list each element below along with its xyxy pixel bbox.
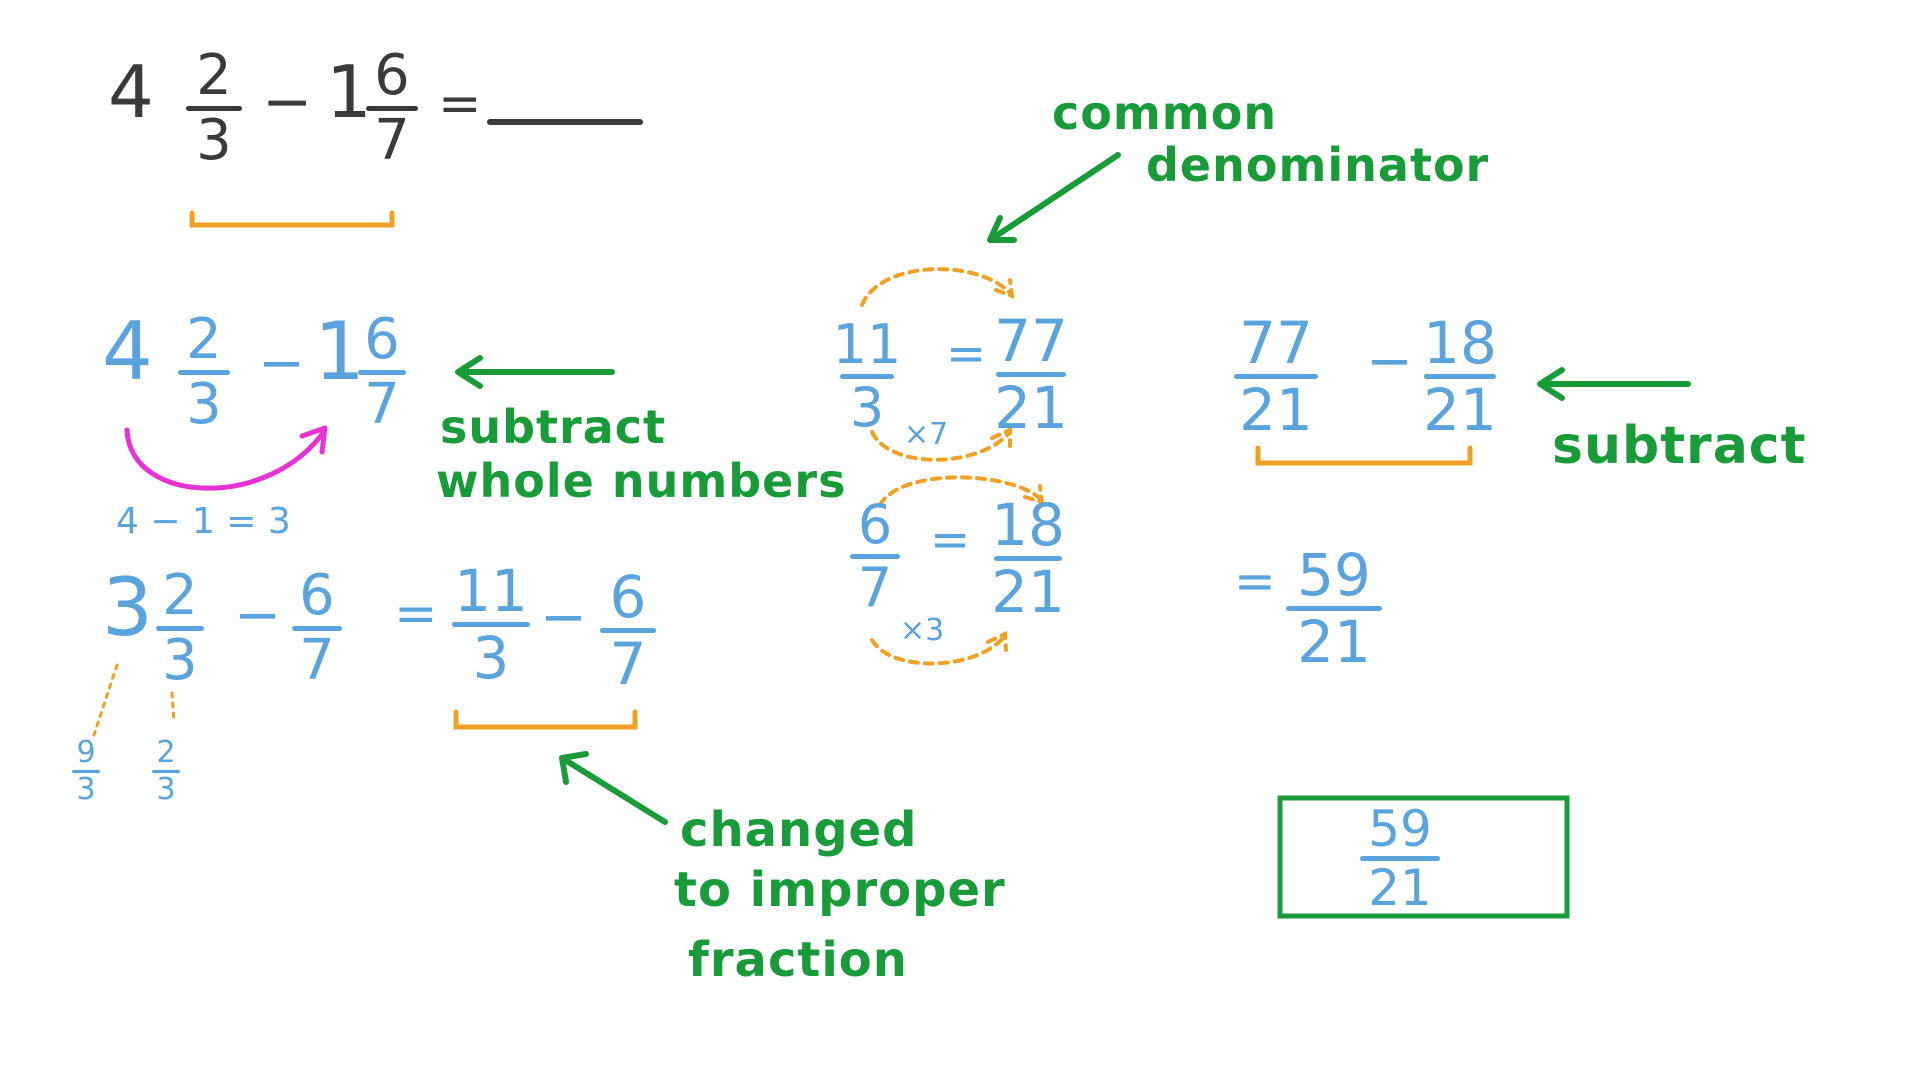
conv1-equals: = bbox=[946, 326, 987, 382]
denominator: 3 bbox=[156, 772, 176, 807]
denominator: 7 bbox=[609, 630, 647, 698]
problem-whole-2: 1 bbox=[326, 50, 372, 134]
conv1-fraction: 11 3 bbox=[833, 318, 902, 439]
numerator: 2 bbox=[186, 307, 222, 372]
arrow-subtract-whole bbox=[455, 355, 615, 389]
numerator: 6 bbox=[857, 493, 893, 556]
conv2-fraction: 6 7 bbox=[850, 498, 900, 615]
step2-equals: = bbox=[394, 584, 438, 644]
numerator: 9 bbox=[76, 735, 96, 770]
numerator: 77 bbox=[994, 307, 1068, 375]
denominator: 3 bbox=[76, 772, 96, 807]
numerator: 2 bbox=[162, 563, 198, 628]
denominator: 21 bbox=[1423, 376, 1497, 444]
step4-fraction: 59 21 bbox=[1286, 546, 1382, 671]
step1-fraction-2: 6 7 bbox=[358, 312, 406, 433]
step2-minus-2: − bbox=[540, 585, 587, 650]
note-subtract: subtract bbox=[1552, 416, 1807, 476]
numerator: 59 bbox=[1368, 800, 1432, 858]
conv2-multiplier: ×3 bbox=[900, 613, 945, 648]
conv1-result: 77 21 bbox=[994, 307, 1068, 442]
denominator: 7 bbox=[299, 628, 335, 693]
arrow-common bbox=[987, 152, 1121, 243]
denominator: 3 bbox=[162, 628, 198, 693]
numerator: 11 bbox=[454, 557, 528, 625]
numerator: 18 bbox=[1423, 309, 1497, 377]
denominator: 7 bbox=[364, 372, 400, 437]
problem-equals: = bbox=[438, 74, 482, 134]
arc-conv1-top bbox=[860, 267, 1015, 307]
step2-sub-fraction-2: 2 3 bbox=[152, 738, 180, 805]
dotted-leader-1 bbox=[92, 663, 119, 737]
denominator: 21 bbox=[1297, 608, 1371, 676]
note-changed-line2: to improper bbox=[674, 862, 1006, 918]
denominator: 21 bbox=[991, 558, 1065, 626]
step3-fraction-2: 18 21 bbox=[1423, 309, 1497, 444]
note-subtract-whole-line1: subtract bbox=[440, 400, 667, 454]
numerator: 11 bbox=[832, 313, 902, 376]
problem-whole-1: 4 bbox=[108, 50, 154, 134]
numerator: 2 bbox=[156, 735, 176, 770]
note-common-line2: denominator bbox=[1146, 138, 1490, 192]
bracket-step3 bbox=[1255, 445, 1473, 466]
arc-conv1-bottom bbox=[870, 426, 1012, 462]
arrow-changed bbox=[559, 751, 668, 825]
conv1-multiplier: ×7 bbox=[904, 417, 949, 452]
conv2-result: 18 21 bbox=[991, 491, 1065, 626]
problem-fraction-2: 6 7 bbox=[366, 48, 418, 169]
step1-whole-2: 1 bbox=[314, 305, 365, 398]
answer-box bbox=[1277, 795, 1570, 919]
denominator: 21 bbox=[1368, 859, 1432, 917]
step4-equals: = bbox=[1234, 552, 1276, 610]
step2-fraction-1: 2 3 bbox=[156, 568, 204, 689]
denominator: 3 bbox=[196, 108, 232, 173]
numerator: 6 bbox=[609, 563, 647, 631]
numerator: 2 bbox=[196, 43, 232, 108]
step2-whole: 3 bbox=[102, 561, 153, 654]
step1-minus: − bbox=[258, 331, 305, 396]
numerator: 18 bbox=[991, 491, 1065, 559]
conv2-equals: = bbox=[930, 512, 971, 568]
magenta-arc bbox=[124, 425, 328, 491]
numerator: 6 bbox=[374, 43, 410, 108]
note-changed-line1: changed bbox=[680, 802, 918, 858]
arc-conv2-bottom bbox=[870, 630, 1008, 666]
answer-fraction: 59 21 bbox=[1360, 804, 1440, 913]
dotted-leader-2 bbox=[170, 691, 176, 724]
step2-fraction-3: 6 7 bbox=[600, 568, 656, 693]
step1-whole-calc: 4 − 1 = 3 bbox=[116, 501, 291, 542]
denominator: 3 bbox=[849, 376, 885, 439]
step2-fraction-2: 6 7 bbox=[292, 568, 342, 689]
denominator: 21 bbox=[1239, 376, 1313, 444]
step3-fraction-1: 77 21 bbox=[1234, 314, 1318, 439]
step1-whole-1: 4 bbox=[102, 305, 153, 398]
step1-fraction-1: 2 3 bbox=[178, 312, 230, 433]
note-changed-line3: fraction bbox=[688, 932, 908, 988]
numerator: 77 bbox=[1239, 309, 1313, 377]
denominator: 3 bbox=[472, 624, 510, 692]
problem-minus: − bbox=[262, 67, 313, 137]
denominator: 21 bbox=[994, 374, 1068, 442]
bracket-top bbox=[189, 210, 395, 228]
bracket-improper bbox=[453, 709, 638, 730]
note-subtract-whole-line2: whole numbers bbox=[436, 454, 847, 508]
denominator: 7 bbox=[374, 108, 410, 173]
numerator: 6 bbox=[364, 307, 400, 372]
numerator: 59 bbox=[1297, 541, 1371, 609]
denominator: 3 bbox=[186, 372, 222, 437]
step2-minus-1: − bbox=[234, 583, 281, 648]
problem-fraction-1: 2 3 bbox=[186, 48, 242, 169]
arc-conv2-top bbox=[878, 475, 1045, 507]
step3-minus: − bbox=[1366, 329, 1413, 394]
note-common-line1: common bbox=[1052, 86, 1278, 140]
step2-improper-fraction: 11 3 bbox=[452, 562, 530, 687]
numerator: 6 bbox=[299, 563, 335, 628]
step2-sub-fraction-1: 9 3 bbox=[72, 738, 100, 805]
denominator: 7 bbox=[857, 556, 893, 619]
arrow-subtract bbox=[1537, 367, 1691, 401]
